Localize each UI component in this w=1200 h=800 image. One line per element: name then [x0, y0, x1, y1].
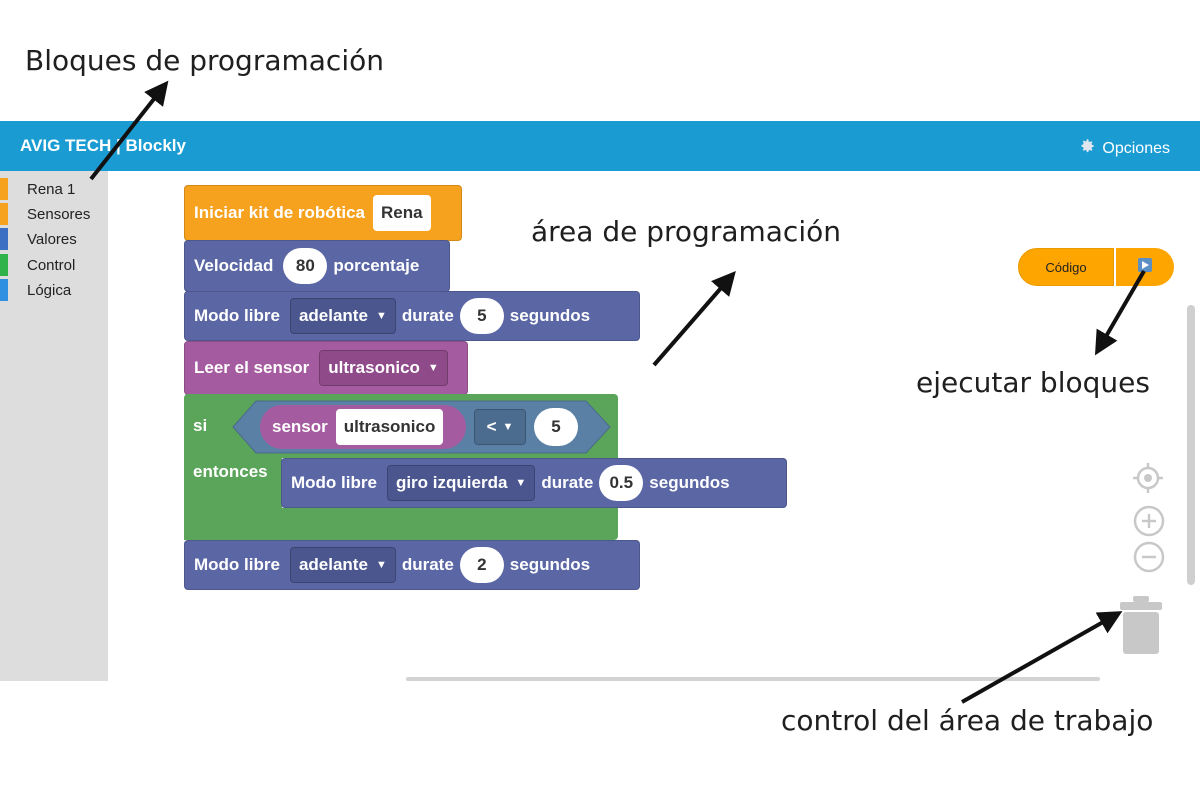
- block-label: Modo libre: [194, 306, 280, 325]
- play-icon: [1138, 257, 1152, 277]
- recenter-icon[interactable]: [1132, 462, 1164, 494]
- run-controls: Código: [1018, 248, 1174, 286]
- duration-value-field[interactable]: 5: [459, 298, 504, 334]
- entonces-label: entonces: [193, 462, 268, 481]
- options-label: Opciones: [1102, 139, 1170, 157]
- dropdown-arrow-icon: ▼: [427, 362, 439, 374]
- sensor-dropdown[interactable]: ultrasonico ▼: [319, 350, 448, 386]
- direction-dropdown[interactable]: adelante ▼: [289, 298, 396, 334]
- options-button[interactable]: Opciones: [1078, 137, 1170, 160]
- category-label: Valores: [27, 230, 77, 248]
- toolbox: Rena 1 Sensores Valores Control Lógica: [0, 171, 108, 681]
- arrow-ejecutar: [1094, 269, 1146, 356]
- dropdown-value: giro izquierda: [395, 473, 508, 492]
- dropdown-value: adelante: [298, 306, 368, 325]
- app-header: [0, 121, 1200, 171]
- dropdown-value: ultrasonico: [328, 358, 420, 377]
- duration-value-field[interactable]: 2: [459, 547, 504, 583]
- category-swatch: [0, 254, 8, 276]
- category-label: Control: [27, 256, 76, 274]
- block-modo-libre-1[interactable]: Modo libre adelante ▼ durate 5 segundos: [184, 291, 640, 341]
- durate-label: durate: [401, 555, 454, 574]
- durate-label: durate: [541, 473, 594, 492]
- block-velocidad[interactable]: Velocidad 80 porcentaje: [184, 240, 450, 292]
- category-swatch: [0, 203, 8, 225]
- gear-icon: [1078, 137, 1096, 160]
- workspace-vertical-scrollbar[interactable]: [1187, 305, 1195, 585]
- annotation-area-programacion: área de programación: [531, 215, 841, 248]
- block-modo-libre-giro[interactable]: Modo libre giro izquierda ▼ durate 0.5 se…: [281, 458, 787, 508]
- arrow-bloques: [89, 80, 169, 181]
- direction-dropdown[interactable]: giro izquierda ▼: [386, 465, 536, 501]
- if-bottom-bar: [184, 508, 618, 540]
- toolbox-category-rena[interactable]: Rena 1: [0, 178, 108, 200]
- block-leer-sensor[interactable]: Leer el sensor ultrasonico ▼: [184, 341, 468, 395]
- zoom-out-icon[interactable]: [1133, 541, 1165, 573]
- block-label: Leer el sensor: [194, 358, 310, 377]
- toolbox-category-control[interactable]: Control: [0, 254, 108, 276]
- compare-value-field[interactable]: 5: [534, 408, 578, 446]
- kit-name-field[interactable]: Rena: [373, 195, 431, 231]
- dropdown-arrow-icon: ▼: [375, 310, 387, 322]
- category-swatch: [0, 228, 8, 250]
- dropdown-value: adelante: [298, 555, 368, 574]
- dropdown-value: <: [486, 417, 497, 436]
- operator-dropdown[interactable]: <▼: [474, 409, 526, 445]
- duration-value-field[interactable]: 0.5: [599, 465, 644, 501]
- block-suffix: porcentaje: [333, 256, 420, 275]
- toolbox-category-logica[interactable]: Lógica: [0, 279, 108, 301]
- trash-icon[interactable]: [1119, 596, 1163, 656]
- annotation-bloques: Bloques de programación: [25, 44, 384, 77]
- unit-label: segundos: [509, 306, 591, 325]
- category-label: Rena 1: [27, 180, 76, 198]
- category-label: Sensores: [27, 205, 91, 223]
- workspace-horizontal-scrollbar[interactable]: [406, 677, 1100, 681]
- unit-label: segundos: [509, 555, 591, 574]
- category-swatch: [0, 279, 8, 301]
- unit-label: segundos: [649, 473, 730, 492]
- dropdown-arrow-icon: ▼: [502, 421, 514, 433]
- toolbox-category-valores[interactable]: Valores: [0, 228, 108, 250]
- annotation-ejecutar: ejecutar bloques: [916, 366, 1150, 399]
- run-button[interactable]: [1114, 248, 1174, 286]
- annotation-control: control del área de trabajo: [781, 704, 1154, 737]
- arrow-area: [652, 270, 736, 367]
- reporter-label: sensor: [272, 417, 328, 436]
- app-title: AVIG TECH | Blockly: [20, 136, 186, 155]
- category-swatch: [0, 178, 8, 200]
- zoom-in-icon[interactable]: [1133, 505, 1165, 537]
- dropdown-arrow-icon: ▼: [515, 477, 527, 489]
- speed-value-field[interactable]: 80: [283, 248, 328, 284]
- block-modo-libre-2[interactable]: Modo libre adelante ▼ durate 2 segundos: [184, 540, 640, 590]
- si-label: si: [193, 416, 208, 435]
- durate-label: durate: [401, 306, 454, 325]
- direction-dropdown[interactable]: adelante ▼: [289, 547, 396, 583]
- block-label: Iniciar kit de robótica: [194, 203, 365, 222]
- toolbox-category-sensores[interactable]: Sensores: [0, 203, 108, 225]
- block-init-kit[interactable]: Iniciar kit de robótica Rena: [184, 185, 462, 241]
- block-label: Modo libre: [194, 555, 280, 574]
- dropdown-arrow-icon: ▼: [375, 559, 387, 571]
- reporter-sensor-field[interactable]: ultrasonico: [335, 409, 444, 445]
- arrow-control: [961, 611, 1123, 704]
- category-label: Lógica: [27, 281, 72, 299]
- block-label: Velocidad: [194, 256, 274, 275]
- block-label: Modo libre: [291, 473, 377, 492]
- code-button[interactable]: Código: [1018, 248, 1114, 286]
- sensor-compare-reporter[interactable]: sensor ultrasonico: [260, 405, 466, 449]
